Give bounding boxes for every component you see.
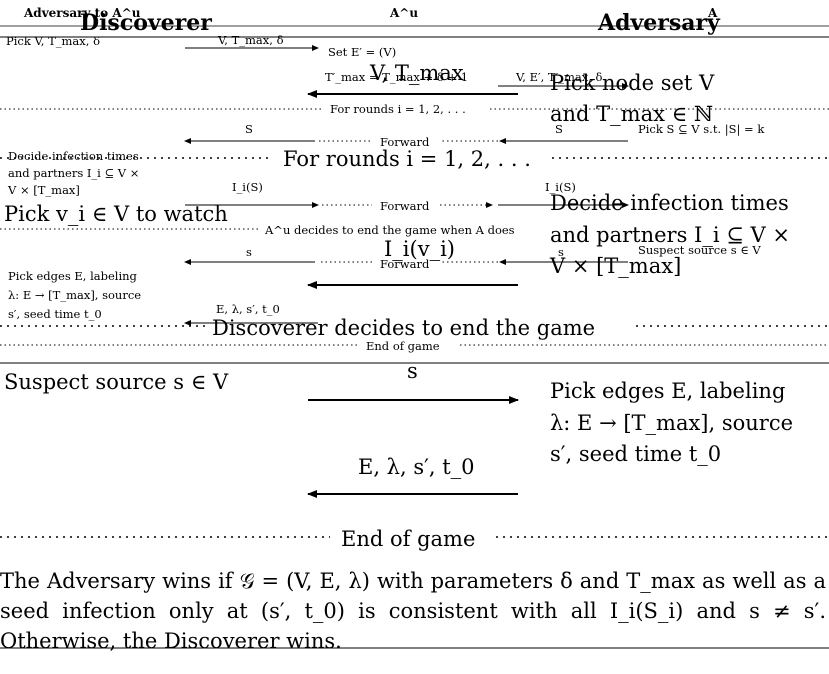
- small-msg-params-prime: V, E′, T′_max, δ: [515, 70, 603, 84]
- small-header-right: A: [707, 6, 718, 20]
- small-edges-2: λ: E → [T_max], source: [8, 288, 141, 302]
- adversary-pick-params-2: and T_max ∈ ℕ: [550, 102, 713, 126]
- small-au-decides: A^u decides to end the game when A does: [264, 223, 515, 237]
- small-msg-s: S: [245, 122, 253, 136]
- small-header-mid: A^u: [389, 6, 418, 20]
- adversary-decide-3: V × [T_max]: [549, 254, 681, 278]
- loop-label: For rounds i = 1, 2, . . .: [283, 147, 531, 171]
- small-rounds-label: For rounds i = 1, 2, . . .: [330, 102, 466, 116]
- small-msg-reveal: E, λ, s′, t_0: [216, 302, 280, 316]
- msg-suspect: s: [407, 359, 418, 383]
- small-header-left: Adversary to A^u: [23, 6, 141, 20]
- small-set-e: Set E′ = (V): [328, 45, 396, 59]
- adversary-header: Adversary: [597, 10, 721, 36]
- small-pick-s: Pick S ⊆ V s.t. |S| = k: [638, 122, 765, 137]
- adversary-pick-params-1: Pick node set V: [550, 71, 715, 95]
- discoverer-suspect: Suspect source s ∈ V: [4, 370, 229, 394]
- small-forward-2: Forward: [380, 199, 430, 213]
- small-msg-s-right: S: [555, 122, 563, 136]
- adversary-edges-3: s′, seed time t_0: [550, 442, 721, 466]
- small-edges-1: Pick edges E, labeling: [8, 269, 138, 283]
- end-label: End of game: [341, 527, 475, 551]
- small-msg-s2-right: s: [558, 245, 564, 259]
- small-edges-3: s′, seed time t_0: [8, 307, 102, 321]
- small-end-label: End of game: [366, 339, 440, 353]
- small-set-tmax: T′_max = T_max + δ + 1: [325, 70, 468, 84]
- adversary-edges-1: Pick edges E, labeling: [550, 379, 785, 403]
- adversary-decide-2: and partners I_i ⊆ V ×: [550, 223, 790, 247]
- msg-reveal: E, λ, s′, t_0: [358, 455, 475, 479]
- conclusion-text: The Adversary wins if 𝒢 = (V, E, λ) with…: [0, 569, 826, 653]
- small-msg-is: I_i(S): [232, 180, 263, 194]
- msg-params: V, T_max: [369, 61, 464, 85]
- discoverer-pick: Pick v_i ∈ V to watch: [4, 202, 228, 226]
- adversary-edges-2: λ: E → [T_max], source: [550, 411, 793, 435]
- small-pick-params: Pick V, T_max, δ: [6, 34, 100, 48]
- small-msg-is-right: I_i(S): [545, 180, 576, 194]
- end-loop-label: Discoverer decides to end the game: [212, 316, 595, 340]
- small-suspect: Suspect source s ∈ V: [638, 243, 761, 257]
- small-forward-1: Forward: [380, 135, 430, 149]
- small-decide-2: and partners I_i ⊆ V ×: [8, 166, 139, 180]
- small-decide-1: Decide infection times: [8, 149, 139, 163]
- small-decide-3: V × [T_max]: [7, 183, 80, 197]
- msg-infection: I_i(v_i): [384, 237, 455, 261]
- small-msg-params: V, T_max, δ: [217, 33, 284, 47]
- adversary-decide-1: Decide infection times: [550, 191, 789, 215]
- discoverer-header: Discoverer: [80, 10, 212, 36]
- small-forward-3: Forward: [380, 257, 430, 271]
- small-msg-s2: s: [246, 245, 252, 259]
